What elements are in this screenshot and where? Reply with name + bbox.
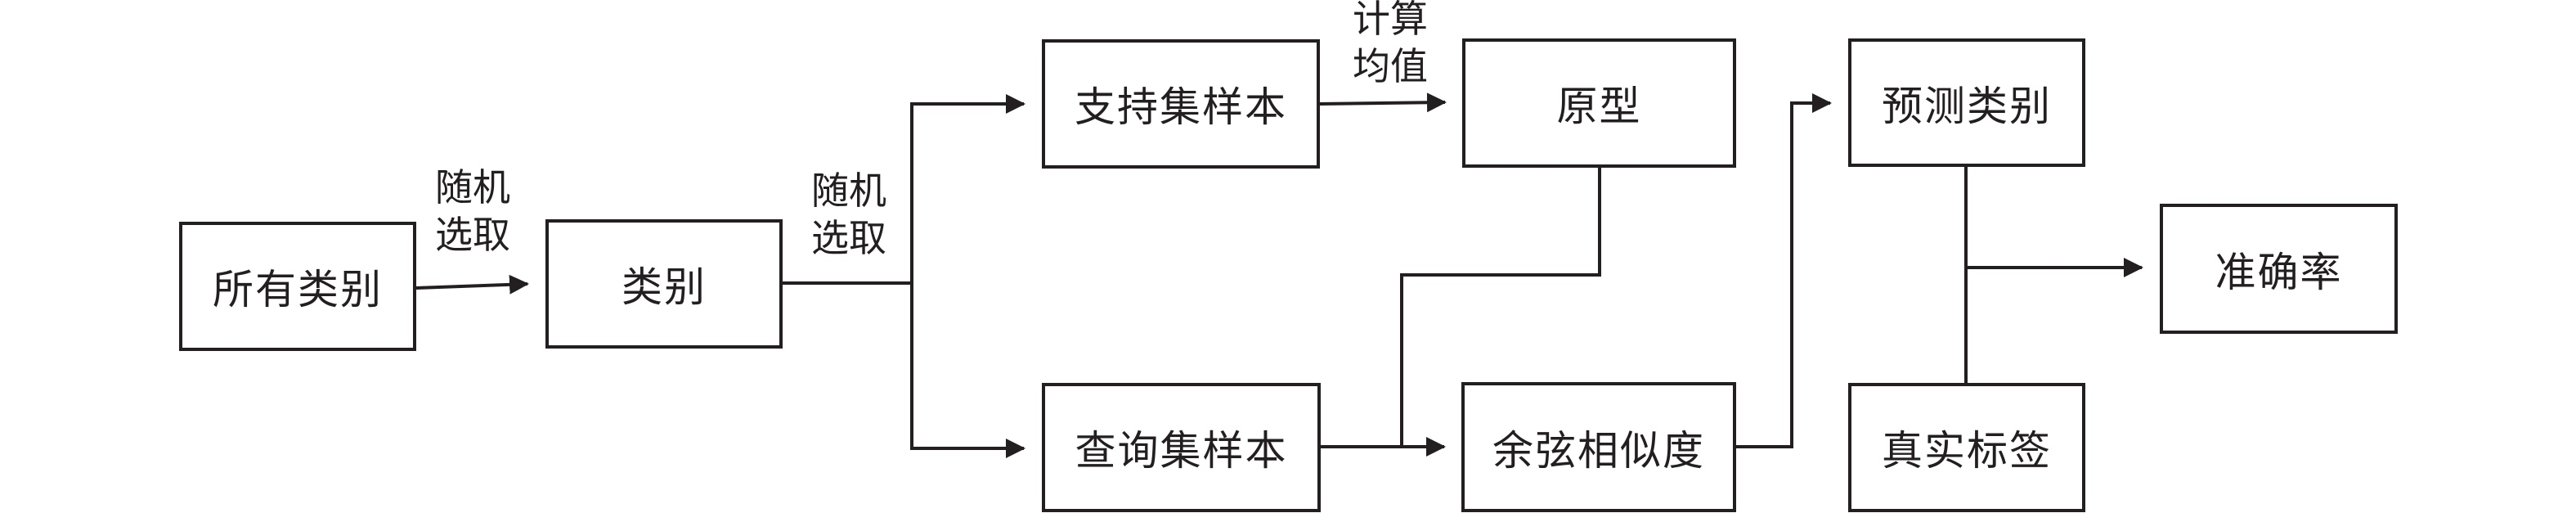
node-cosine-similarity: 余弦相似度 [1461,382,1736,512]
node-classes-label: 类别 [622,263,707,311]
node-predicted-class-label: 预测类别 [1882,82,2052,130]
node-accuracy: 准确率 [2160,204,2398,334]
edge-label-random-select-1-line1: 随机 [435,165,510,209]
node-classes: 类别 [545,219,783,349]
node-true-label-label: 真实标签 [1882,427,2052,475]
edge-cosine-to-predicted [1735,93,1832,448]
node-query-samples: 查询集样本 [1042,383,1321,512]
node-all-classes-label: 所有类别 [213,266,383,313]
edge-label-random-select-1: 随机 选取 [435,164,510,259]
edge-label-random-select-2-line1: 随机 [811,169,886,213]
node-support-samples: 支持集样本 [1042,39,1320,169]
node-cosine-similarity-label: 余弦相似度 [1492,426,1705,475]
edge-label-compute-mean-line2: 均值 [1353,44,1428,88]
edge-label-random-select-2-line2: 选取 [811,216,886,260]
edge-label-random-select-1-line2: 选取 [435,213,510,257]
node-support-samples-label: 支持集样本 [1075,83,1287,131]
edge-prototype-to-cosine [1400,167,1601,447]
node-prototype: 原型 [1462,38,1736,168]
edge-label-compute-mean-line1: 计算 [1353,0,1428,41]
edge-support-to-prototype [1318,92,1447,113]
node-predicted-class: 预测类别 [1848,38,2085,167]
node-true-label: 真实标签 [1848,383,2085,512]
node-query-samples-label: 查询集样本 [1075,427,1288,475]
node-prototype-label: 原型 [1556,83,1642,130]
edge-label-random-select-2: 随机 选取 [811,167,886,262]
node-all-classes: 所有类别 [179,222,416,351]
node-accuracy-label: 准确率 [2215,248,2343,296]
edge-label-compute-mean: 计算 均值 [1353,0,1428,90]
edge-all-classes-to-classes [415,274,529,295]
